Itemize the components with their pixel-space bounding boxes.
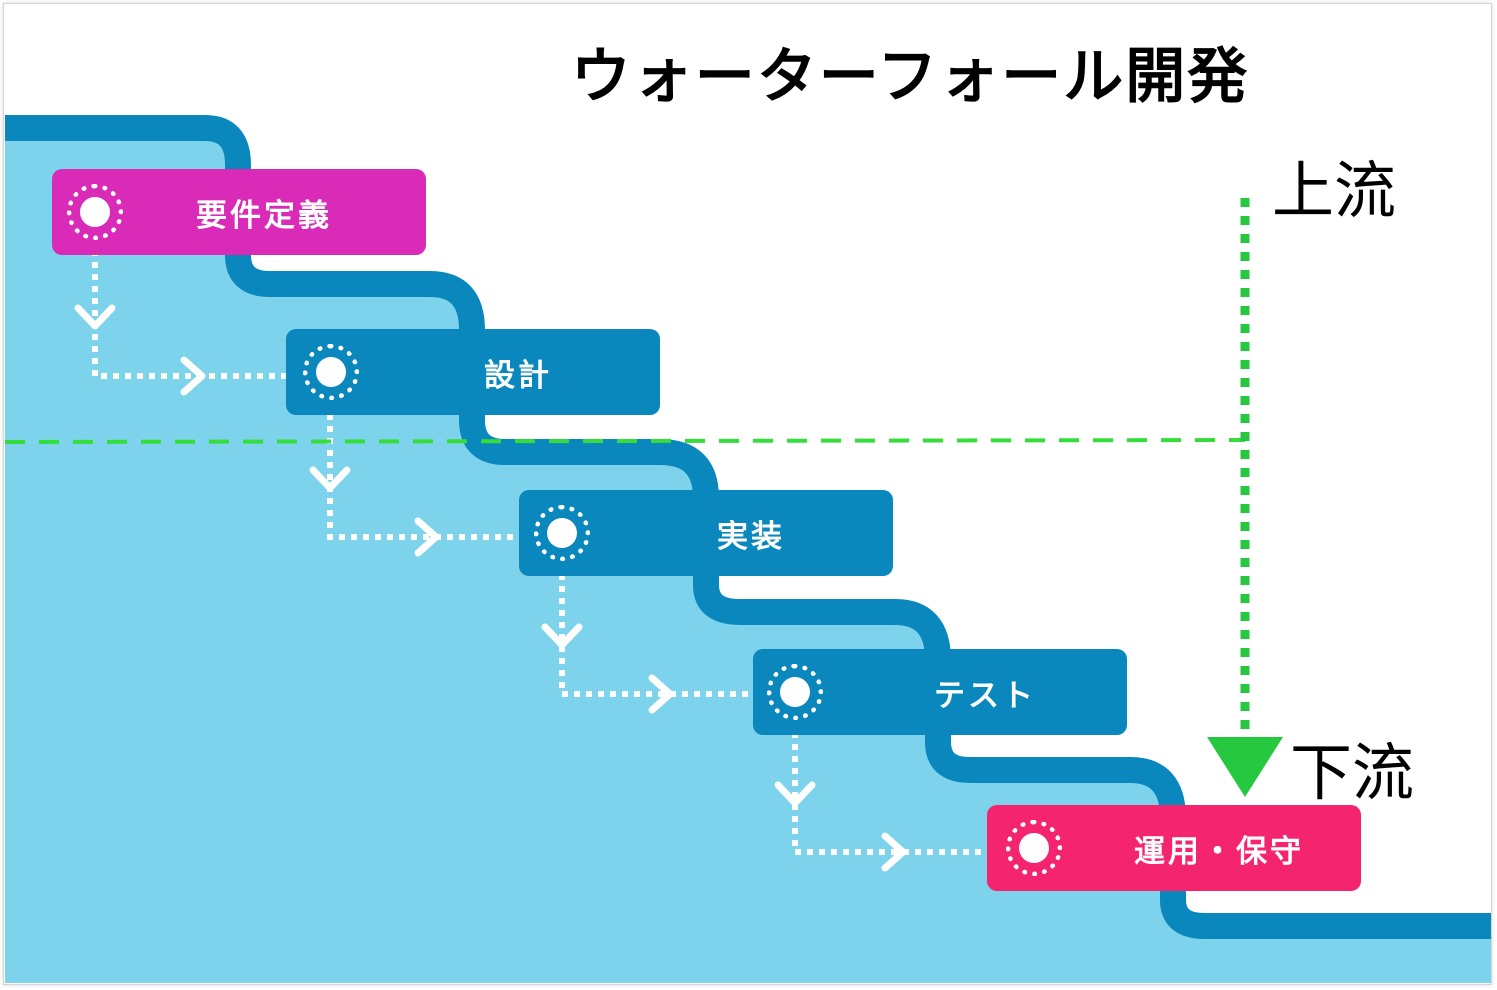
chevron-down-icon bbox=[774, 781, 816, 807]
phase-label: 実装 bbox=[717, 518, 785, 555]
chevron-down-icon bbox=[309, 466, 351, 492]
phase-design: 設計 bbox=[286, 329, 660, 415]
dotted-circle-icon bbox=[767, 664, 823, 720]
node-center bbox=[80, 197, 110, 227]
dotted-circle-icon bbox=[303, 344, 359, 400]
phase-requirements: 要件定義 bbox=[52, 169, 426, 255]
phase-label: 設計 bbox=[484, 357, 552, 394]
triangle-down-icon bbox=[1207, 737, 1283, 797]
chevron-down-icon bbox=[74, 304, 116, 330]
upstream-label: 上流 bbox=[1272, 154, 1397, 227]
connector-1 bbox=[92, 238, 305, 379]
dotted-circle-icon bbox=[67, 184, 123, 240]
river-edge bbox=[5, 115, 1492, 939]
phase-label: テスト bbox=[934, 677, 1036, 714]
phase-test: テスト bbox=[753, 649, 1127, 735]
chevron-right-icon bbox=[881, 832, 907, 872]
downstream-label: 下流 bbox=[1290, 736, 1415, 809]
node-center bbox=[780, 677, 810, 707]
node-center bbox=[1019, 833, 1049, 863]
phase-label: 要件定義 bbox=[196, 197, 332, 234]
chevron-right-icon bbox=[648, 674, 674, 714]
node-center bbox=[547, 518, 577, 548]
chevron-right-icon bbox=[180, 356, 206, 396]
chevron-right-icon bbox=[414, 517, 440, 557]
phase-implementation: 実装 bbox=[519, 490, 893, 576]
dotted-circle-icon bbox=[1006, 820, 1062, 876]
phase-operation: 運用・保守 bbox=[987, 805, 1361, 891]
node-center bbox=[316, 357, 346, 387]
connector-4 bbox=[792, 720, 1006, 855]
upstream-downstream-divider bbox=[4, 438, 1246, 444]
dotted-circle-icon bbox=[534, 505, 590, 561]
phase-label: 運用・保守 bbox=[1134, 833, 1304, 870]
connector-3 bbox=[559, 562, 773, 697]
chevron-down-icon bbox=[541, 623, 583, 649]
diagram-title: ウォーターフォール開発 bbox=[570, 42, 1250, 112]
connector-2 bbox=[327, 402, 540, 540]
